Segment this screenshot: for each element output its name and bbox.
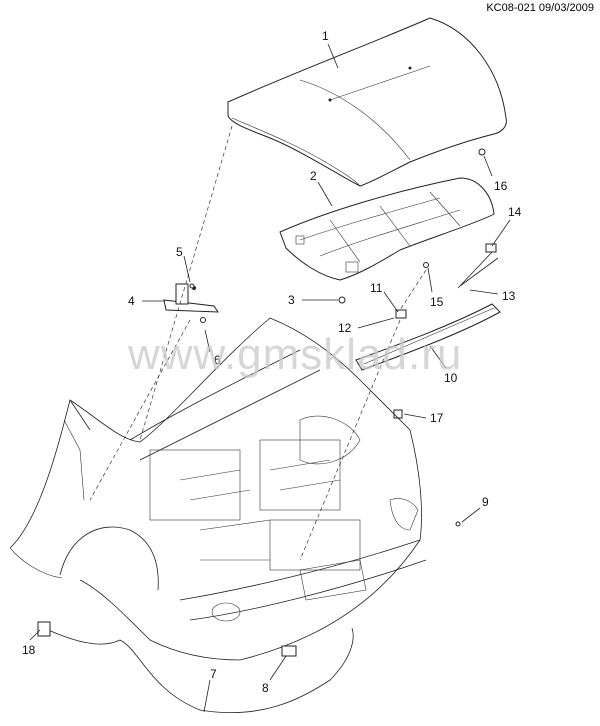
- callout-17: 17: [430, 411, 444, 425]
- callout-18: 18: [22, 643, 36, 657]
- callout-5: 5: [176, 245, 183, 259]
- callout-8: 8: [262, 681, 269, 695]
- callout-14: 14: [508, 205, 522, 219]
- hood-wiring-harness: [37, 621, 354, 714]
- hood-panel: [227, 17, 507, 187]
- hood-inner-panel: [279, 177, 495, 281]
- callout-4: 4: [128, 294, 135, 308]
- callout-7: 7: [210, 667, 217, 681]
- hood-prop-rod: [457, 243, 499, 289]
- callout-16: 16: [494, 179, 508, 193]
- callout-12: 12: [338, 321, 352, 335]
- callout-11: 11: [370, 281, 383, 295]
- front-upper-seal: [355, 303, 501, 371]
- callout-2: 2: [310, 169, 317, 183]
- callout-15: 15: [430, 295, 444, 309]
- callout-10: 10: [444, 371, 458, 385]
- vehicle-front-body: [9, 317, 427, 661]
- drawing-reference: KC08-021 09/03/2009: [486, 2, 594, 14]
- callout-9: 9: [482, 495, 489, 509]
- callout-1: 1: [322, 29, 329, 43]
- callout-6: 6: [214, 353, 221, 367]
- callout-13: 13: [502, 289, 516, 303]
- callout-3: 3: [288, 293, 295, 307]
- guide-lines: [89, 125, 427, 561]
- leader-lines: [29, 43, 511, 713]
- callout-labels: 1 2 3 4 5 6 7 8 9 10 11 12 13 14 15 16 1…: [22, 29, 522, 695]
- fasteners: [189, 148, 486, 527]
